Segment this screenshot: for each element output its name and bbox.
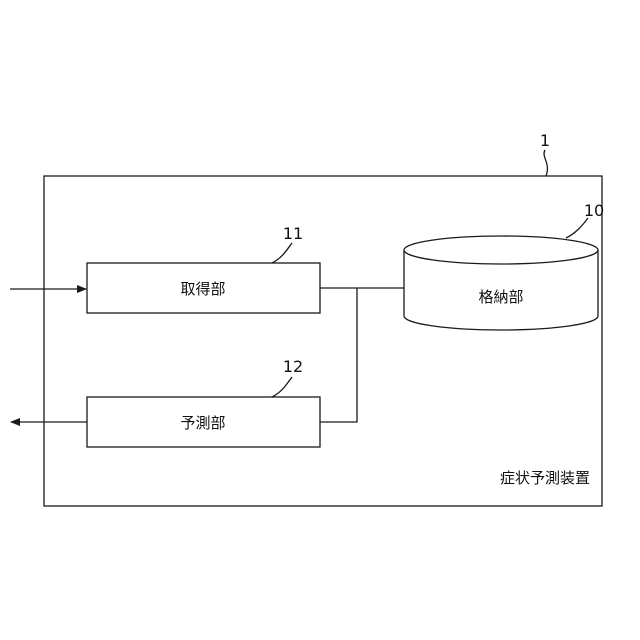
storage-unit-cylinder [404,236,598,330]
acquisition-unit-ref-number: 11 [283,224,303,243]
device-label: 症状予測装置 [500,469,590,487]
acquisition-unit-label: 取得部 [180,280,225,298]
prediction-unit-label: 予測部 [180,414,225,432]
device-ref-leader [544,150,547,176]
device-frame [44,176,602,506]
prediction-unit-ref-number: 12 [283,357,303,376]
storage-unit-label: 格納部 [478,288,523,306]
storage-unit-ref-number: 10 [584,201,604,220]
device-ref-number: 1 [540,131,550,150]
